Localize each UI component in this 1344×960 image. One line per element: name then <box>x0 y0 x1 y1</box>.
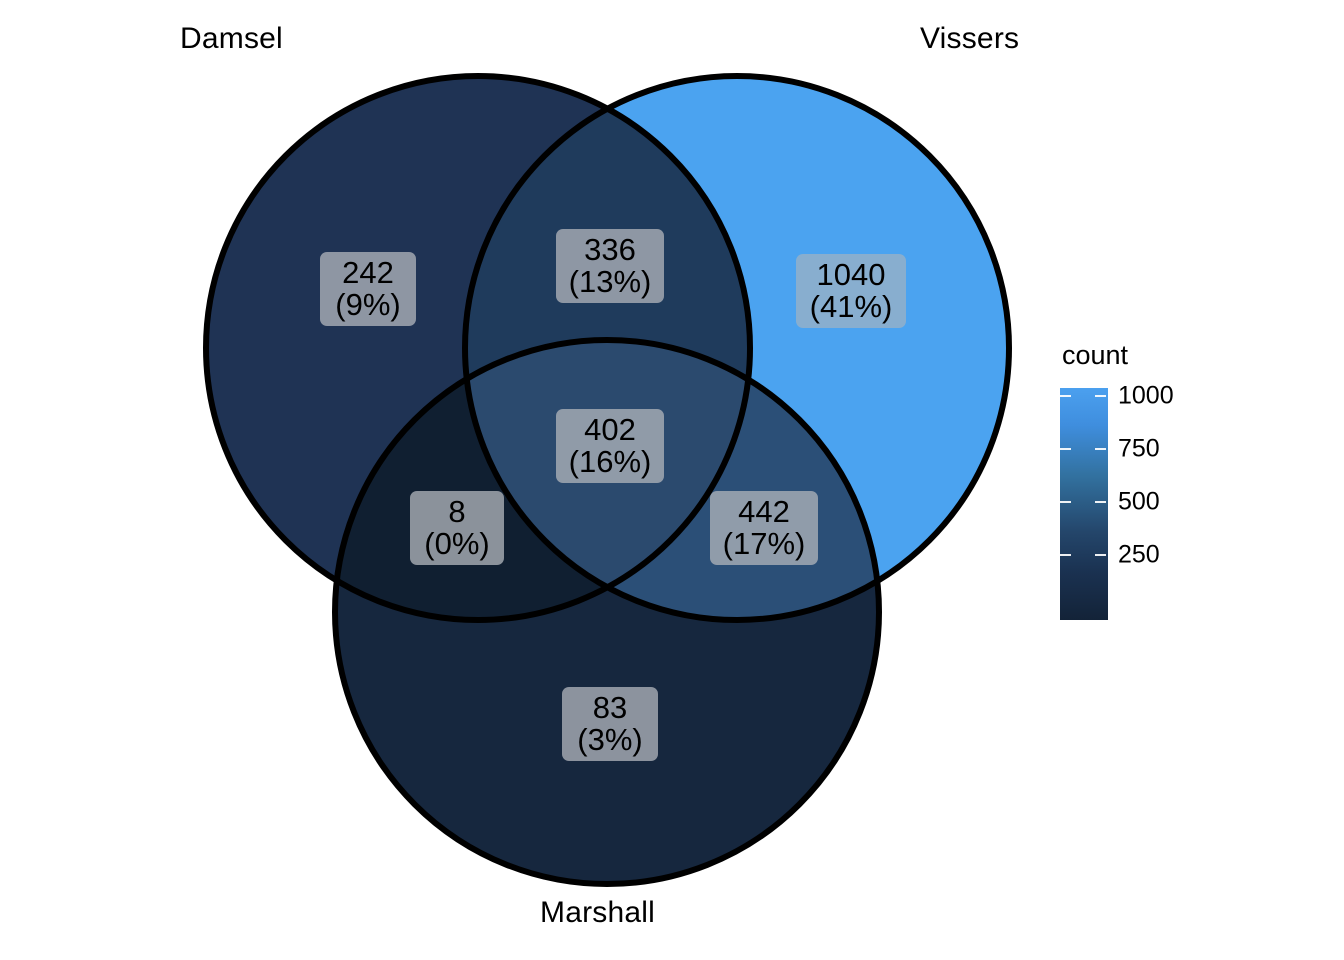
count-label-marshall-only: 83 (3%) <box>562 687 658 762</box>
legend-tick-250-left <box>1060 554 1071 556</box>
count-label-damsel-only: 242 (9%) <box>320 252 416 327</box>
count-percent: (17%) <box>722 526 806 562</box>
legend-tick-label-500: 500 <box>1118 487 1160 516</box>
count-percent: (16%) <box>568 444 652 480</box>
legend-tick-label-250: 250 <box>1118 540 1160 569</box>
count-value: 242 <box>342 255 394 290</box>
count-label-vissers-only: 1040 (41%) <box>796 254 906 329</box>
count-value: 336 <box>584 232 636 267</box>
legend-tick-250-right <box>1095 554 1106 556</box>
count-percent: (13%) <box>568 264 652 300</box>
legend-tick-1000-right <box>1095 395 1106 397</box>
count-value: 402 <box>584 412 636 447</box>
circle-outline-vissers <box>462 73 1012 623</box>
count-label-damsel-marshall: 8 (0%) <box>410 491 504 566</box>
set-label-damsel: Damsel <box>180 22 283 55</box>
legend-tick-1000-left <box>1060 395 1071 397</box>
count-value: 8 <box>448 494 466 529</box>
legend-colorbar <box>1060 388 1108 620</box>
legend-tick-750-right <box>1095 448 1106 450</box>
legend-tick-500-left <box>1060 501 1071 503</box>
legend: count 1000 750 500 250 <box>1058 340 1248 630</box>
count-value: 442 <box>738 494 790 529</box>
count-percent: (41%) <box>809 289 893 325</box>
count-label-damsel-vissers: 336 (13%) <box>556 229 664 304</box>
set-label-vissers: Vissers <box>920 22 1020 55</box>
circle-outline-damsel <box>203 73 753 623</box>
legend-tick-750-left <box>1060 448 1071 450</box>
count-percent: (3%) <box>577 722 643 758</box>
count-label-triple-intersection: 402 (16%) <box>556 409 664 484</box>
count-percent: (0%) <box>424 526 490 562</box>
legend-tick-500-right <box>1095 501 1106 503</box>
count-value: 1040 <box>816 257 886 292</box>
legend-tick-label-1000: 1000 <box>1118 381 1174 410</box>
legend-tick-label-750: 750 <box>1118 434 1160 463</box>
count-label-vissers-marshall: 442 (17%) <box>710 491 818 566</box>
count-percent: (9%) <box>335 287 401 323</box>
circle-outline-marshall <box>332 337 882 887</box>
set-label-marshall: Marshall <box>540 896 655 929</box>
legend-title: count <box>1062 340 1129 370</box>
count-value: 83 <box>592 690 628 725</box>
